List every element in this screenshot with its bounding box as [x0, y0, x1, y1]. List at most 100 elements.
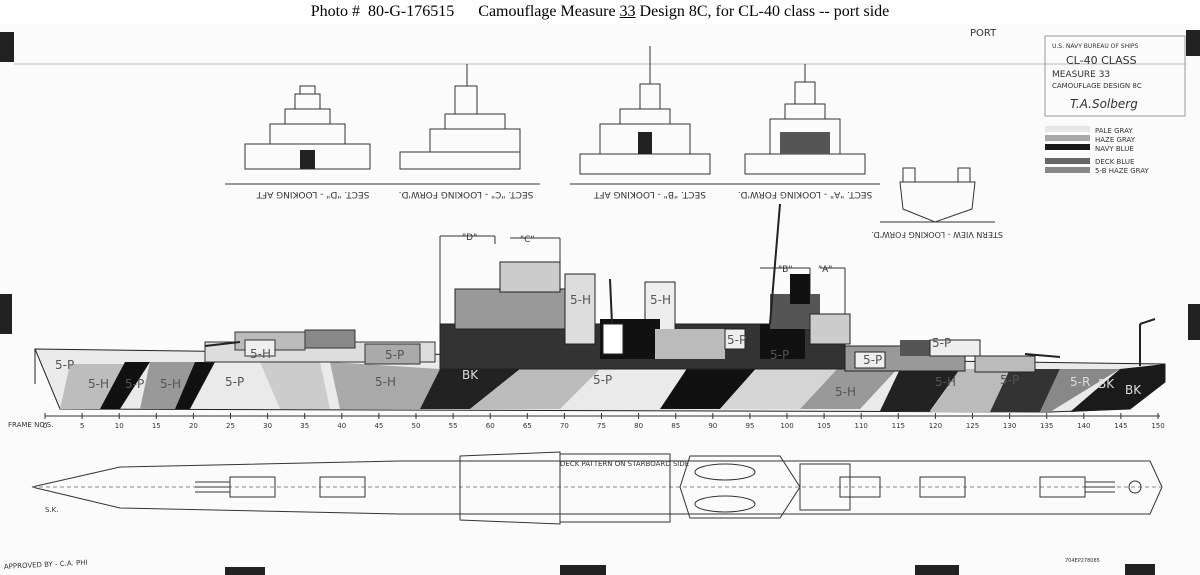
- legend-label: 5-B HAZE GRAY: [1095, 167, 1150, 175]
- pattern-label: 5-H: [250, 347, 271, 361]
- title-block-line: MEASURE 33: [1052, 70, 1110, 80]
- pattern-label: 5-H: [835, 385, 856, 399]
- frame-number: 55: [449, 422, 458, 430]
- legend-swatch: [1045, 158, 1090, 164]
- tape-mark: [0, 294, 12, 334]
- pattern-label: 5-H: [935, 375, 956, 389]
- section-mark: "C": [520, 235, 535, 245]
- frame-number: 110: [855, 422, 868, 430]
- frame-number: 100: [780, 422, 793, 430]
- side-note: PORT: [970, 28, 997, 39]
- frame-number: 125: [966, 422, 979, 430]
- section-mark: "B": [778, 265, 792, 275]
- frame-number: 135: [1040, 422, 1053, 430]
- tape-mark: [560, 565, 606, 575]
- pattern-label: 5-P: [385, 348, 404, 362]
- frame-number: 115: [892, 422, 905, 430]
- frame-number: 30: [263, 422, 272, 430]
- frame-number: 65: [523, 422, 532, 430]
- pattern-label: 5-H: [160, 377, 181, 391]
- pattern-label: 5-P: [932, 336, 951, 350]
- title-block: U.S. NAVY BUREAU OF SHIPS CL-40 CLASS ME…: [1044, 35, 1186, 117]
- pattern-label: 5-P: [1000, 373, 1019, 387]
- frame-number: 60: [486, 422, 495, 430]
- frame-number: 150: [1151, 422, 1164, 430]
- legend-label: DECK BLUE: [1095, 158, 1134, 166]
- color-legend: PALE GRAY HAZE GRAY NAVY BLUE DECK BLUE …: [1045, 126, 1150, 175]
- section-label: SECT. "C" - LOOKING FORW'D.: [399, 189, 534, 199]
- pattern-label: 5-P: [727, 333, 746, 347]
- legend-swatch: [1045, 144, 1090, 150]
- legend-label: PALE GRAY: [1095, 127, 1133, 135]
- frame-number: 40: [337, 422, 346, 430]
- section-shade: [300, 150, 315, 169]
- frame-number: 70: [560, 422, 569, 430]
- frame-number: 35: [300, 422, 309, 430]
- tape-mark: [915, 565, 959, 575]
- initials: S.K.: [45, 506, 58, 514]
- frame-number: 130: [1003, 422, 1016, 430]
- drawing-number: 704EP278085: [1065, 558, 1100, 564]
- frame-number: 10: [115, 422, 124, 430]
- frame-number: 145: [1114, 422, 1127, 430]
- title-block-line: U.S. NAVY BUREAU OF SHIPS: [1052, 43, 1138, 50]
- deck-note: DECK PATTERN ON STARBOARD SIDE: [560, 460, 689, 468]
- section-shade: [638, 132, 652, 154]
- tape-mark: [1186, 30, 1200, 56]
- tape-mark: [225, 567, 265, 575]
- frame-number: 95: [745, 422, 754, 430]
- tape-mark: [1188, 304, 1200, 340]
- stern-view: [880, 167, 995, 223]
- caption-title-start: Camouflage Measure: [478, 3, 620, 20]
- frame-number: 90: [708, 422, 717, 430]
- frame-number: 120: [929, 422, 942, 430]
- ship-profile: [34, 203, 1166, 413]
- section-view-d: [225, 85, 385, 185]
- signature: T.A.Solberg: [1070, 97, 1138, 111]
- pattern-label: 5-P: [770, 348, 789, 362]
- pattern-label: 5-R: [1070, 375, 1090, 389]
- section-label: SECT. "A" - LOOKING FORW'D.: [738, 189, 873, 199]
- pattern-label: 5-P: [125, 377, 144, 391]
- section-shade: [780, 132, 830, 154]
- pattern-label: BK: [1125, 383, 1142, 397]
- title-block-line: CL-40 CLASS: [1066, 54, 1137, 67]
- frame-row-label: FRAME NO'S.: [8, 421, 53, 429]
- frame-number: 5: [80, 422, 84, 430]
- frame-number: 25: [226, 422, 235, 430]
- section-view-c: [385, 64, 540, 185]
- pattern-label: 5-H: [650, 293, 671, 307]
- tape-mark: [1125, 564, 1155, 575]
- tape-mark: [0, 32, 14, 62]
- legend-swatch: [1045, 126, 1090, 132]
- camouflage-drawing: PORT U.S. NAVY BUREAU OF SHIPS CL-40 CLA…: [0, 24, 1200, 575]
- frame-number: 85: [671, 422, 680, 430]
- frame-number: 105: [817, 422, 830, 430]
- frame-number: 50: [412, 422, 421, 430]
- measure-number: 33: [619, 3, 636, 20]
- legend-swatch: [1045, 135, 1090, 141]
- section-views: [225, 46, 995, 223]
- frame-number: 140: [1077, 422, 1090, 430]
- legend-label: HAZE GRAY: [1095, 136, 1136, 144]
- pattern-label: 5-H: [375, 375, 396, 389]
- pattern-label: 5-P: [55, 358, 74, 372]
- photo-number: Photo # 80-G-176515: [310, 3, 455, 20]
- pattern-label: 5-P: [863, 353, 882, 367]
- pattern-label: 5-H: [88, 377, 109, 391]
- frame-number: 45: [374, 422, 383, 430]
- pattern-label: BK: [462, 368, 479, 382]
- frame-number: 0: [43, 422, 47, 430]
- frame-number: 80: [634, 422, 643, 430]
- pattern-label: 5-P: [225, 375, 244, 389]
- pattern-label: 5-H: [570, 293, 591, 307]
- section-label: SECT. "B" - LOOKING AFT: [594, 189, 706, 199]
- frame-number: 20: [189, 422, 198, 430]
- title-block-line: CAMOUFLAGE DESIGN 8C: [1052, 82, 1142, 90]
- frame-number: 75: [597, 422, 606, 430]
- section-mark: "A": [818, 265, 832, 275]
- section-label: SECT. "D" - LOOKING AFT: [256, 189, 369, 199]
- photo-caption: Photo # 80-G-176515 Camouflage Measure 3…: [0, 0, 1200, 24]
- section-label: STERN VIEW - LOOKING FORW'D.: [871, 230, 1003, 239]
